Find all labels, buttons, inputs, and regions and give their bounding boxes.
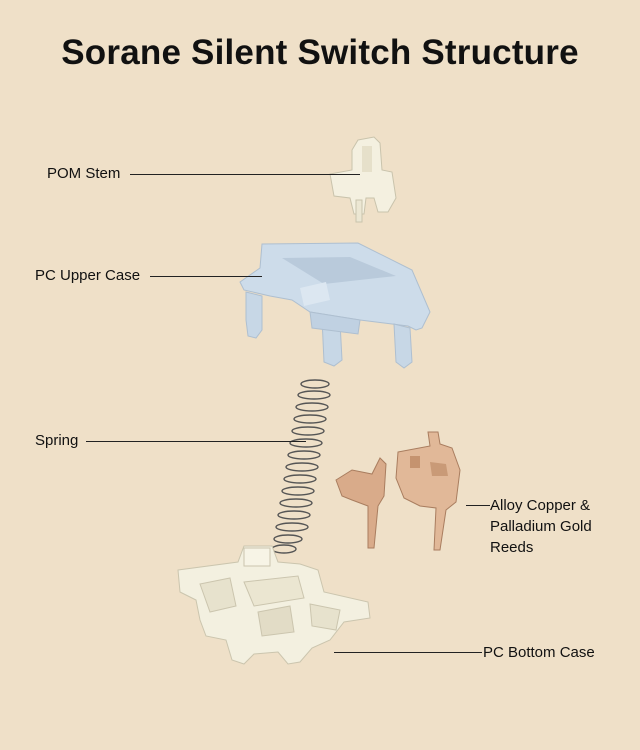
label-alloy-reeds: Alloy Copper & Palladium Gold Reeds — [446, 495, 616, 558]
label-pc-upper-case: PC Upper Case — [35, 267, 141, 284]
pc-upper-case — [239, 242, 431, 369]
label-alloy-reeds-text: Alloy Copper & Palladium Gold Reeds — [490, 497, 592, 556]
label-pc-bottom-case: PC Bottom Case — [483, 644, 595, 661]
label-spring: Spring — [35, 432, 79, 449]
leader-alloy-reeds — [466, 505, 490, 506]
pom-stem — [329, 136, 397, 223]
spring — [271, 379, 331, 554]
leader-pc-bottom-case — [334, 652, 482, 653]
leader-spring — [86, 441, 306, 442]
pc-bottom-case — [177, 545, 371, 665]
leader-pom-stem — [130, 174, 360, 175]
alloy-reeds — [335, 431, 461, 551]
diagram-title: Sorane Silent Switch Structure — [61, 33, 579, 72]
leader-pc-upper-case — [150, 276, 262, 277]
label-pom-stem: POM Stem — [47, 165, 121, 182]
